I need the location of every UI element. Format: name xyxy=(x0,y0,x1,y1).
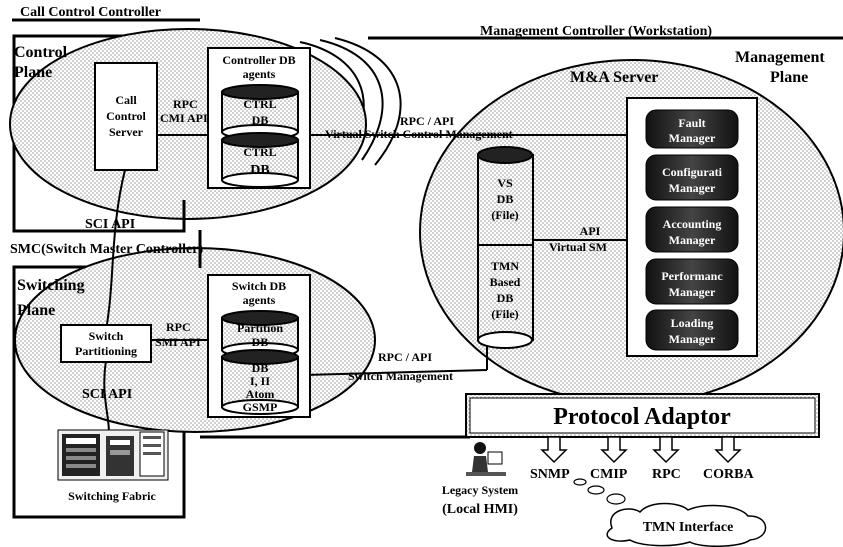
fault-manager-label-2: Manager xyxy=(669,131,716,145)
switch-partitioning-label-2: Partitioning xyxy=(75,344,137,358)
smc-label: SMC(Switch Master Controller) xyxy=(10,242,203,257)
ctrl-db1-label-1: CTRL xyxy=(243,97,276,111)
sci-api-top-label: SCI API xyxy=(85,217,135,232)
db-atom-label-3: Atom xyxy=(246,387,275,401)
thought-bubble-3 xyxy=(607,494,625,504)
controller-db-agents-label-2: agents xyxy=(243,67,276,81)
rpc-cmi-label-2: CMI API xyxy=(160,111,208,125)
rpc-api-top-label: RPC / API xyxy=(400,114,454,128)
vs-db-label-1: VS xyxy=(497,176,513,190)
switch-management-label: Switch Management xyxy=(348,369,453,383)
rpc-arrow xyxy=(654,437,678,462)
call-control-controller-label: Call Control Controller xyxy=(20,5,161,20)
partition-db-label-1: Partition xyxy=(237,321,283,335)
switching-fabric-image xyxy=(58,430,168,480)
switching-fabric-label: Switching Fabric xyxy=(68,489,156,503)
config-manager-label-1: Configurati xyxy=(662,165,723,179)
legacy-system-label-2: (Local HMI) xyxy=(442,502,518,517)
corba-label: CORBA xyxy=(703,467,754,482)
management-plane-label-2: Plane xyxy=(770,69,808,86)
performance-manager-label-2: Manager xyxy=(669,285,716,299)
loading-manager-label-2: Manager xyxy=(669,332,716,346)
call-control-server-label-1: Call xyxy=(115,93,137,107)
ma-server-label: M&A Server xyxy=(570,69,658,86)
db-atom-label-4: GSMP xyxy=(243,400,278,414)
vs-db-label-2: DB xyxy=(497,192,514,206)
fault-manager-label-1: Fault xyxy=(678,116,705,130)
rpc-api-bottom-label: RPC / API xyxy=(378,350,432,364)
rpc-cmi-label-1: RPC xyxy=(173,97,198,111)
cmip-label: CMIP xyxy=(590,467,628,482)
legacy-system-label-1: Legacy System xyxy=(442,483,518,497)
thought-bubble-2 xyxy=(588,486,604,494)
ctrl-db-cylinder-1 xyxy=(222,85,298,139)
switching-plane-label-2: Plane xyxy=(17,302,55,319)
thought-bubble-1 xyxy=(574,479,586,485)
rpc-smi-label-1: RPC xyxy=(166,320,191,334)
sci-api-bottom-label: SCI API xyxy=(82,387,132,402)
management-plane-label-1: Management xyxy=(735,49,825,66)
accounting-manager-label-1: Accounting xyxy=(663,217,722,231)
accounting-manager-label-2: Manager xyxy=(669,233,716,247)
switching-plane-label-1: Switching xyxy=(17,277,85,294)
switch-db-agents-label-1: Switch DB xyxy=(232,279,286,293)
db-atom-label-2: I, II xyxy=(250,374,270,388)
tmn-db-label-3: DB xyxy=(497,291,514,305)
call-control-server-label-3: Server xyxy=(109,125,144,139)
api-label: API xyxy=(580,224,601,238)
partition-db-label-2: DB xyxy=(252,335,269,349)
legacy-system-person-icon xyxy=(466,442,506,476)
switch-partitioning-label-1: Switch xyxy=(89,329,124,343)
ctrl-db2-label-1: CTRL xyxy=(243,145,276,159)
corba-arrow xyxy=(716,437,740,462)
tmn-db-label-2: Based xyxy=(490,275,521,289)
management-controller-label: Management Controller (Workstation) xyxy=(480,24,712,39)
performance-manager-label-1: Performanc xyxy=(661,269,723,283)
tmn-db-label-4: (File) xyxy=(491,307,518,321)
vs-db-label-3: (File) xyxy=(491,208,518,222)
snmp-arrow xyxy=(542,437,566,462)
snmp-label: SNMP xyxy=(530,467,570,482)
protocol-adaptor-label: Protocol Adaptor xyxy=(553,404,731,430)
call-control-server-label-2: Control xyxy=(106,109,146,123)
ctrl-db2-label-2: DB xyxy=(250,163,269,178)
loading-manager-label-1: Loading xyxy=(671,316,714,330)
cmip-arrow xyxy=(602,437,626,462)
control-plane-label-1: Control xyxy=(14,44,68,61)
virtual-sm-label: Virtual SM xyxy=(549,240,607,254)
control-plane-label-2: Plane xyxy=(14,64,52,81)
config-manager-label-2: Manager xyxy=(669,181,716,195)
db-atom-label-1: DB xyxy=(252,361,269,375)
virtual-switch-control-label: Virtual Switch Control Management xyxy=(325,127,513,141)
ctrl-db-cylinder-2 xyxy=(222,133,298,187)
rpc-label: RPC xyxy=(652,467,681,482)
ctrl-db1-label-2: DB xyxy=(252,113,269,127)
controller-db-agents-label-1: Controller DB xyxy=(222,53,295,67)
rpc-smi-label-2: SMI API xyxy=(155,335,201,349)
switch-db-agents-label-2: agents xyxy=(243,293,276,307)
tmn-db-label-1: TMN xyxy=(491,259,519,273)
tmn-interface-label: TMN Interface xyxy=(643,520,734,535)
